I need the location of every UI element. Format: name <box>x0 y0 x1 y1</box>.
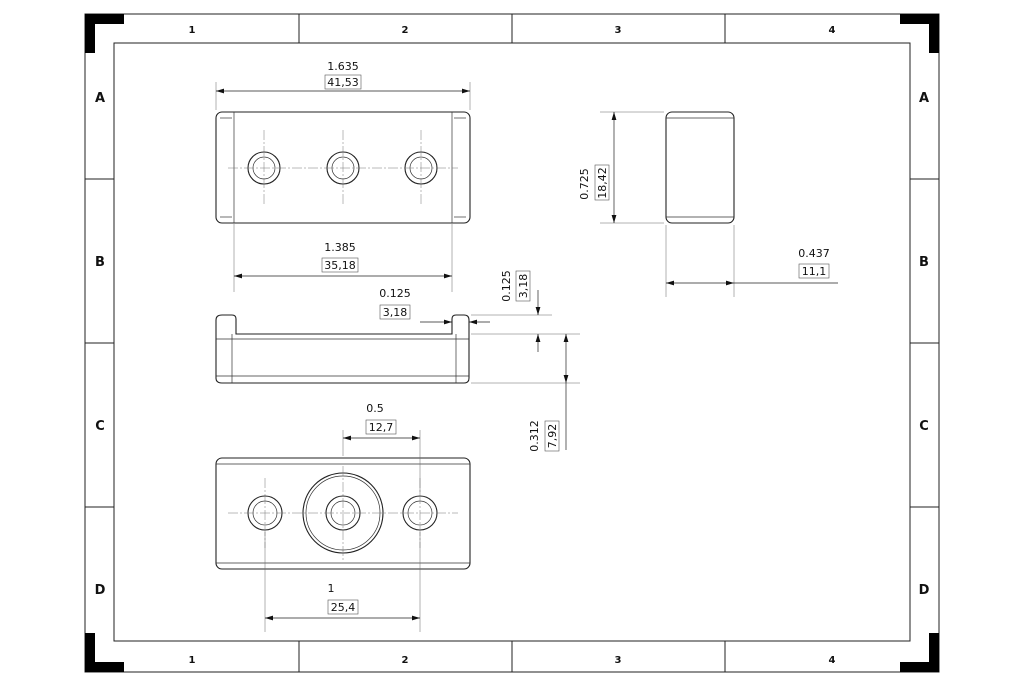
drawing-frame <box>84 13 940 673</box>
dimension-side-width-mm: 11,1 <box>802 265 827 278</box>
dimension-lip-height: 0.125 3,18 <box>471 270 580 352</box>
side-view <box>665 111 735 224</box>
dimension-top-inner-width-mm: 35,18 <box>324 259 356 272</box>
dimension-side-height-mm: 18,42 <box>596 167 609 199</box>
dimension-boss-spacing-mm: 12,7 <box>369 421 394 434</box>
dimension-hole-spacing: 1 25,4 <box>264 532 421 632</box>
column-label-top-1: 1 <box>189 25 196 36</box>
row-label-right-d: D <box>919 583 930 598</box>
front-view <box>215 314 470 384</box>
corner-mark-bottom-right <box>900 633 939 672</box>
column-label-top-4: 4 <box>829 25 836 36</box>
column-label-bottom-3: 3 <box>615 655 622 666</box>
zone-labels: 1 2 3 4 1 2 3 4 A B C D A B C D <box>95 25 930 666</box>
dimension-boss-spacing: 0.5 12,7 <box>342 402 421 494</box>
dimension-top-width-inch: 1.635 <box>327 60 359 73</box>
dimension-front-height: 0.312 7,92 <box>471 334 580 452</box>
dimension-top-inner-width-inch: 1.385 <box>324 241 356 254</box>
dimension-side-height: 0.725 18,42 <box>578 111 664 224</box>
bottom-view <box>215 457 471 570</box>
row-label-left-a: A <box>95 91 105 106</box>
dimension-hole-spacing-inch: 1 <box>328 582 335 595</box>
dimension-top-inner-width: 1.385 35,18 <box>233 224 453 292</box>
column-label-bottom-4: 4 <box>829 655 836 666</box>
dimension-hole-spacing-mm: 25,4 <box>331 601 356 614</box>
dimension-side-height-inch: 0.725 <box>578 168 591 200</box>
column-label-bottom-1: 1 <box>189 655 196 666</box>
row-label-right-b: B <box>919 255 929 270</box>
dimension-lip-height-inch: 0.125 <box>500 270 513 302</box>
dimension-side-width: 0.437 11,1 <box>665 225 838 297</box>
dimension-top-width-mm: 41,53 <box>327 76 359 89</box>
dimension-front-height-mm: 7,92 <box>546 424 559 449</box>
dimension-lip-height-mm: 3,18 <box>517 274 530 299</box>
dimension-lip-width-inch: 0.125 <box>379 287 411 300</box>
corner-mark-bottom-left <box>85 633 124 672</box>
dimension-side-width-inch: 0.437 <box>798 247 830 260</box>
corner-mark-top-right <box>900 14 939 53</box>
dimension-top-width: 1.635 41,53 <box>215 60 471 110</box>
dimension-front-height-inch: 0.312 <box>528 420 541 452</box>
column-label-bottom-2: 2 <box>402 655 409 666</box>
row-label-right-a: A <box>919 91 929 106</box>
dimension-boss-spacing-inch: 0.5 <box>366 402 384 415</box>
row-label-right-c: C <box>919 419 929 434</box>
top-view <box>215 111 471 224</box>
dimension-lip-width: 0.125 3,18 <box>379 287 490 325</box>
corner-mark-top-left <box>85 14 124 53</box>
column-label-top-2: 2 <box>402 25 409 36</box>
row-label-left-d: D <box>95 583 106 598</box>
dimension-lip-width-mm: 3,18 <box>383 306 408 319</box>
row-label-left-b: B <box>95 255 105 270</box>
column-label-top-3: 3 <box>615 25 622 36</box>
row-label-left-c: C <box>95 419 105 434</box>
